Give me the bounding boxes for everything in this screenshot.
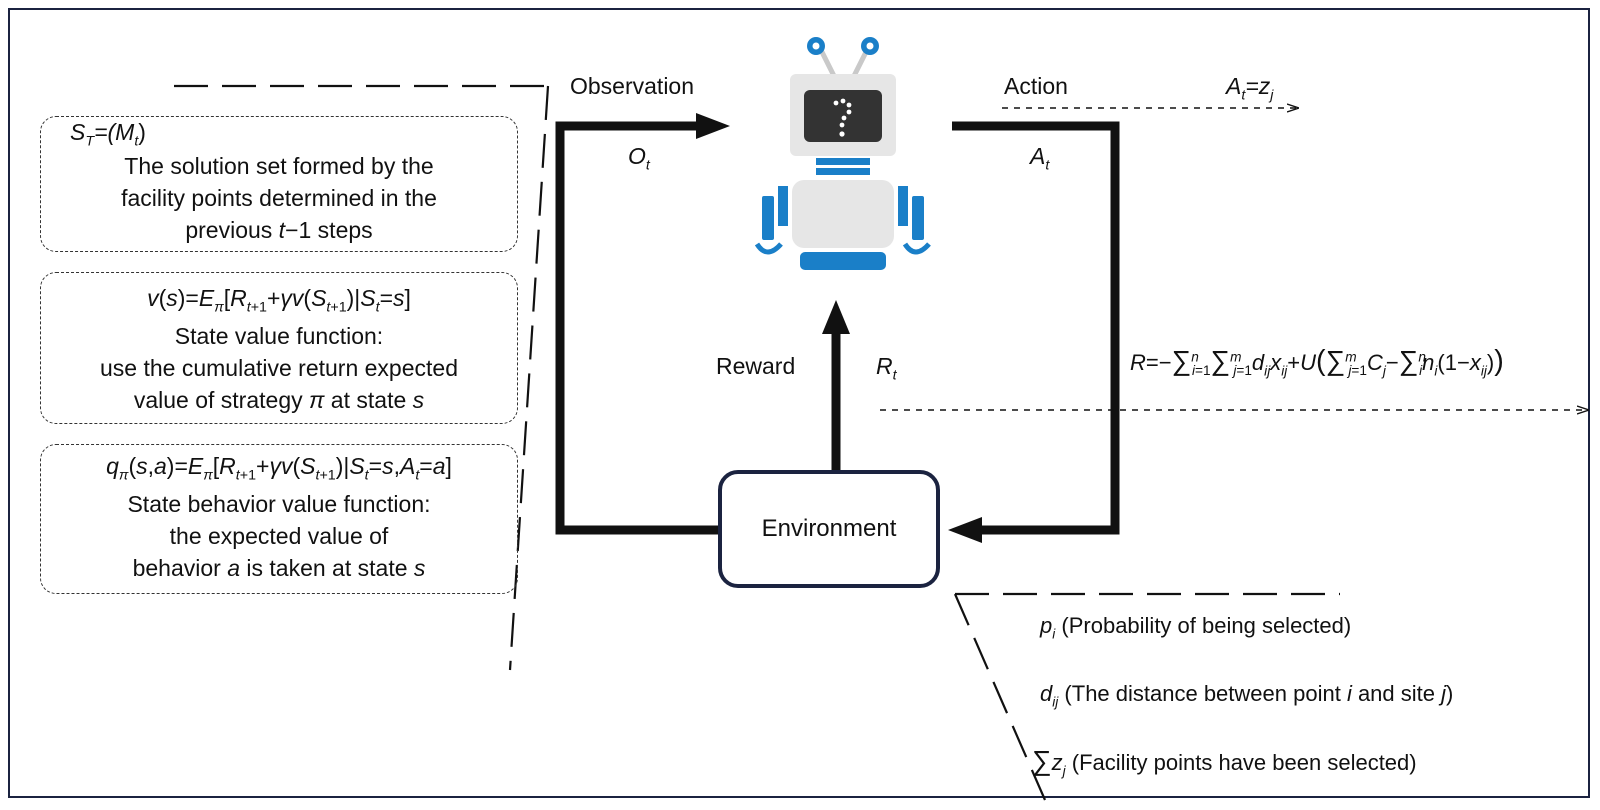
left-bracket-side (508, 85, 550, 671)
legend-z: ∑zj (Facility points have been selected) (1032, 745, 1417, 779)
reward-label: Reward (716, 353, 796, 379)
action-loop-line (952, 121, 1120, 535)
reward-formula: R=−∑ni=1∑mj=1dijxij+U(∑mj=1Cj−∑nini(1−xi… (1130, 345, 1504, 379)
action-value-line3: behavior a is taken at state s (132, 555, 426, 581)
observation-symbol: Ot (628, 143, 650, 174)
state-set-line3: previous t−1 steps (185, 217, 373, 243)
reward-arrowhead (822, 300, 850, 334)
action-value-box (40, 444, 518, 594)
observation-arrowhead (696, 113, 730, 139)
observation-label: Observation (570, 73, 695, 99)
state-set-line1: The solution set formed by the (124, 153, 434, 179)
environment-box: Environment (718, 470, 940, 588)
observation-loop-line (555, 121, 718, 535)
state-value-line3: value of strategy π at state s (133, 387, 425, 413)
action-equation: At=zj (1226, 73, 1274, 104)
state-set-line2: facility points determined in the (121, 185, 437, 211)
robot-icon (754, 37, 931, 270)
env-bracket-side (953, 593, 1047, 801)
action-label: Action (1004, 73, 1068, 99)
action-symbol: At (1030, 143, 1050, 174)
action-value-line1: State behavior value function: (127, 491, 431, 517)
question-mark-icon (833, 98, 852, 137)
state-set-formula: ST=(Mt) (70, 119, 146, 150)
environment-label: Environment (761, 515, 897, 542)
figure-frame (8, 8, 1590, 798)
environment-arrowhead (948, 517, 982, 543)
state-set-box (40, 116, 518, 252)
state-value-box (40, 272, 518, 424)
reward-symbol: Rt (876, 353, 897, 384)
action-value-line2: the expected value of (169, 523, 389, 549)
state-value-formula: v(s)=Eπ[Rt+1+γv(St+1)|St=s] (147, 285, 411, 316)
action-value-formula: qπ(s,a)=Eπ[Rt+1+γv(St+1)|St=s,At=a] (106, 453, 452, 484)
state-value-line1: State value function: (174, 323, 384, 349)
legend-p: pi (Probability of being selected) (1040, 613, 1352, 642)
legend-d: dij (The distance between point i and si… (1040, 681, 1454, 710)
state-value-line2: use the cumulative return expected (100, 355, 458, 381)
